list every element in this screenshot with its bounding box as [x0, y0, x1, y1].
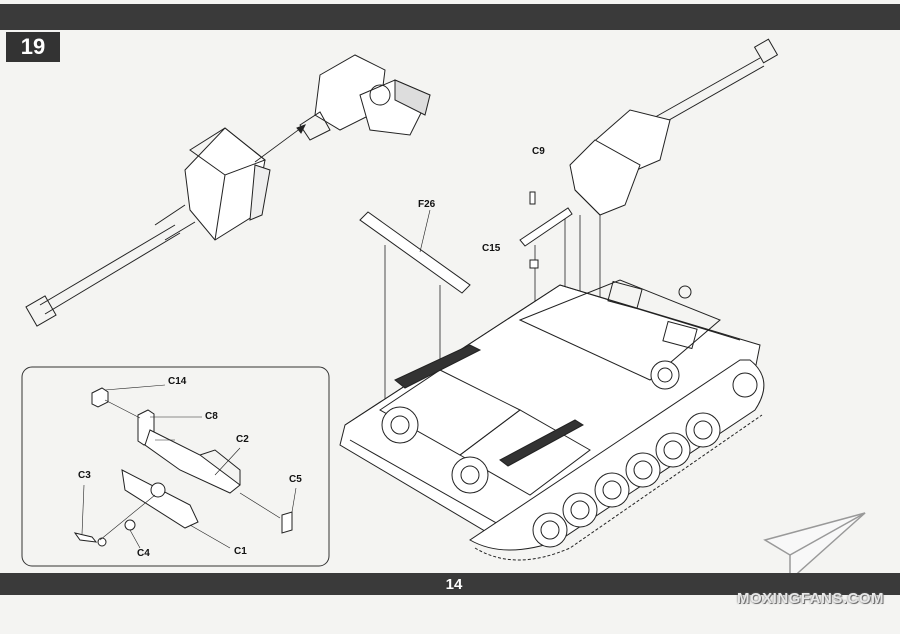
label-c3: C3	[78, 470, 91, 481]
gun-barrel-right	[569, 38, 779, 216]
inset-parts	[73, 387, 293, 547]
footer-bar: 14	[0, 573, 900, 595]
watermark-text: MOXINGFANS.COM	[737, 590, 885, 607]
label-c2: C2	[236, 434, 249, 445]
gun-mantlet-left	[299, 54, 431, 141]
label-c4: C4	[137, 548, 150, 559]
label-c15: C15	[482, 243, 501, 254]
page-number: 14	[445, 575, 463, 593]
step-number: 19	[6, 32, 60, 62]
part-c15	[529, 259, 539, 269]
detail-inset	[21, 366, 330, 567]
part-f26	[359, 211, 471, 294]
moxingfans-logo	[763, 512, 866, 582]
label-c8: C8	[205, 411, 218, 422]
label-f26: F26	[418, 199, 436, 210]
gun-barrel-left	[25, 127, 271, 327]
tank-hull	[339, 279, 765, 561]
header-bar	[0, 4, 900, 30]
label-c5: C5	[289, 474, 302, 485]
part-c9-bracket	[519, 207, 573, 247]
label-c14: C14	[168, 376, 187, 387]
label-c1: C1	[234, 546, 247, 557]
label-c9: C9	[532, 146, 545, 157]
